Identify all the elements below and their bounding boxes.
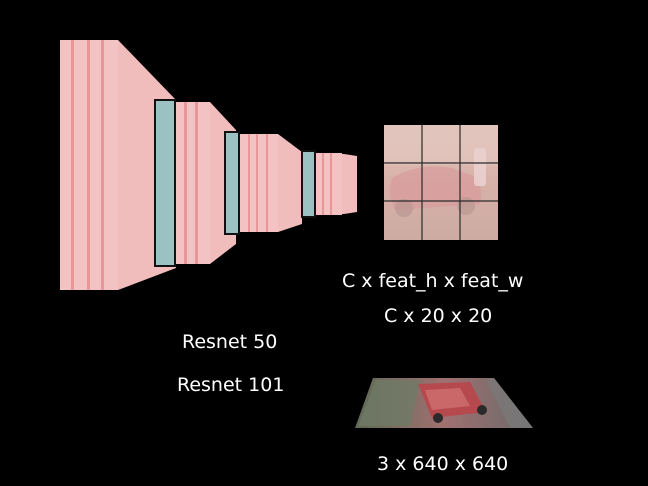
feature-grid-lines — [384, 125, 498, 240]
resnet50-label: Resnet 50 — [182, 331, 278, 353]
feature-shape-label: C x feat_h x feat_w — [342, 270, 524, 292]
feature-shape-example-label: C x 20 x 20 — [384, 305, 493, 327]
backbone-stage-4 — [301, 150, 357, 218]
input-image — [355, 378, 533, 428]
backbone-stage-2 — [154, 99, 236, 267]
input-shape-label: 3 x 640 x 640 — [377, 453, 509, 475]
backbone-stage-3 — [224, 131, 302, 235]
feature-map — [384, 125, 498, 240]
resnet101-label: Resnet 101 — [177, 374, 285, 396]
